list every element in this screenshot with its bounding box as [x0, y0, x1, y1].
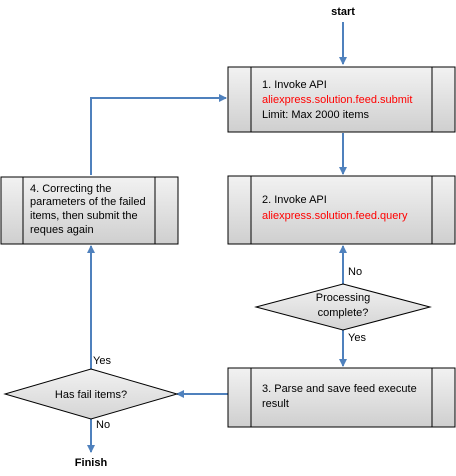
processing-no-label: No [348, 266, 362, 278]
step-correct-line2: parameters of the failed [30, 196, 146, 208]
step-correct-line1: 4. Correcting the [30, 183, 111, 195]
start-label: start [331, 6, 355, 18]
fail-items-yes-label: Yes [93, 355, 111, 367]
step-query-api: aliexpress.solution.feed.query [262, 210, 408, 222]
decision-fail-items-text: Has fail items? [55, 389, 127, 401]
step-submit-box: 1. Invoke API aliexpress.solution.feed.s… [227, 66, 456, 133]
step-submit-api: aliexpress.solution.feed.submit [262, 94, 412, 106]
decision-fail-items: Has fail items? [3, 368, 179, 420]
arrow-correct-to-submit [90, 94, 227, 175]
connectors [87, 22, 347, 453]
step-correct-line3: items, then submit the [30, 210, 138, 222]
step-submit-line1: 1. Invoke API [262, 79, 327, 91]
step-correct-line4: reques again [30, 224, 94, 236]
decision-processing-line1: Processing [316, 292, 370, 304]
decision-processing: Processing complete? [254, 283, 432, 331]
step-query-box: 2. Invoke API aliexpress.solution.feed.q… [227, 175, 456, 245]
fail-items-no-label: No [96, 419, 110, 431]
step-query-line1: 2. Invoke API [262, 194, 327, 206]
step-parse-line2: result [262, 398, 289, 410]
step-correct-box: 4. Correcting the parameters of the fail… [0, 176, 179, 245]
processing-yes-label: Yes [348, 332, 366, 344]
finish-label: Finish [75, 457, 108, 469]
decision-processing-line2: complete? [318, 307, 369, 319]
step-parse-line1: 3. Parse and save feed execute [262, 383, 417, 395]
step-submit-line3: Limit: Max 2000 items [262, 109, 369, 121]
step-parse-box: 3. Parse and save feed execute result [227, 367, 456, 428]
